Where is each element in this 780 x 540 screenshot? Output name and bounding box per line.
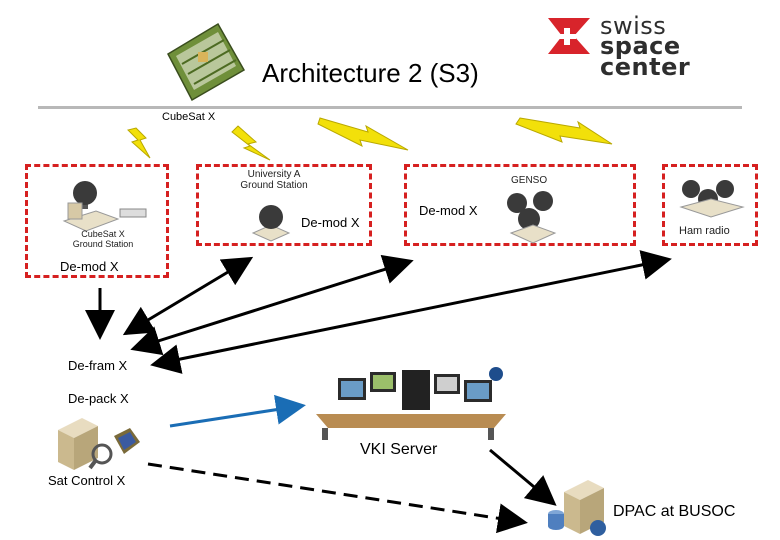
genso-users-icon [507,191,557,244]
logo-line1: swiss [600,12,667,40]
university-label-1: University A [247,169,301,180]
university-label-2: Ground Station [240,180,308,191]
logo-mark-icon [548,18,590,54]
dpac-label: DPAC at BUSOC [613,503,736,520]
genso-demod-label: De-mod X [419,203,478,218]
cubesat-gs-label-1: CubeSat X [81,229,125,239]
arrow-to-dpac [147,462,528,534]
logo-line2: space center [600,32,691,81]
cubesat-gs-label-2: Ground Station [72,239,134,249]
ham-radio-label: Ham radio [679,225,730,237]
vki-workstation-icon [316,367,506,440]
genso-box: De-mod X GENSO [404,164,636,246]
arrow-to-vki [169,394,306,428]
university-user-icon [251,205,291,242]
cubesat-icon [167,22,246,102]
university-gs-box: University A Ground Station De-mod X [196,164,372,246]
sat-control-label: Sat Control X [48,473,126,488]
left-demod-label: De-mod X [60,259,119,274]
arrow-genso [130,254,414,356]
depack-label: De-pack X [68,391,129,406]
ham-radio-users-icon [679,180,745,218]
dpac-server-icon [548,480,606,536]
header-divider [38,106,742,109]
vki-server-label: VKI Server [360,441,438,458]
arrow-vki-to-dpac [489,448,557,506]
ham-radio-box: Ham radio [662,164,758,246]
sat-control-server-icon [58,418,140,470]
deframe-label: De-fram X [68,358,128,373]
satellite-label: CubeSat X [162,111,216,123]
genso-label: GENSO [511,175,548,186]
ground-station-user-icon [62,181,147,232]
lightning-icon [127,117,613,161]
swiss-space-center-logo: swiss space center [544,12,754,79]
page-title: Architecture 2 (S3) [262,58,479,88]
cubesat-gs-box: CubeSat X Ground Station [25,164,169,278]
arrow-ham [150,250,672,374]
university-demod-label: De-mod X [301,215,360,230]
